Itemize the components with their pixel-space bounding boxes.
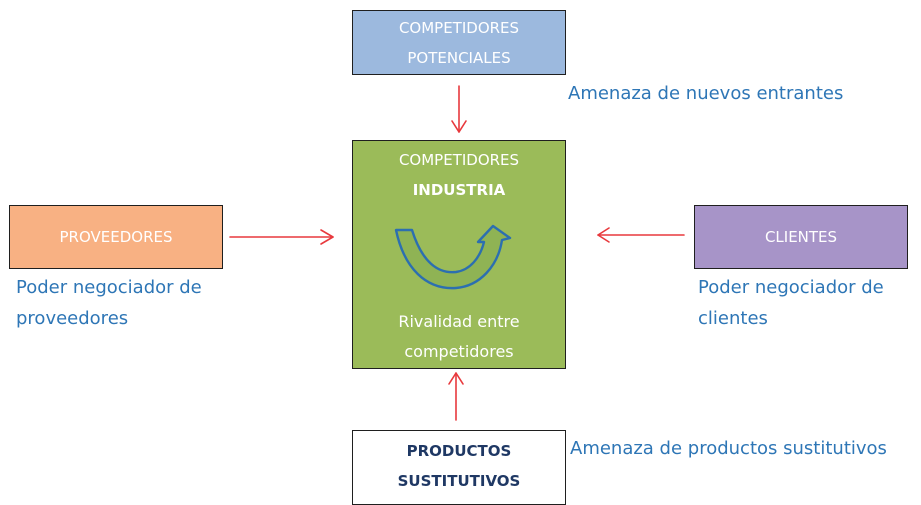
caption-productos-sustitutivos: Amenaza de productos sustitutivos <box>570 438 887 459</box>
clientes-box: CLIENTES <box>694 205 908 269</box>
arrow-from-potenciales <box>451 85 467 133</box>
competidores-potenciales-label-1: COMPETIDORES <box>398 18 520 37</box>
proveedores-label: PROVEEDORES <box>59 228 173 246</box>
productos-sustitutivos-label-2: SUSTITUTIVOS <box>397 472 521 490</box>
productos-sustitutivos-label-1: PRODUCTOS <box>406 442 512 460</box>
arrow-from-proveedores <box>229 229 334 245</box>
proveedores-box: PROVEEDORES <box>9 205 223 269</box>
diagram-arrows <box>229 85 685 421</box>
caption-proveedores-1: Poder negociador de <box>16 277 202 298</box>
arrow-from-clientes <box>597 227 685 243</box>
competidores-industria-title: COMPETIDORES INDUSTRIA <box>399 145 519 205</box>
caption-proveedores-2: proveedores <box>16 308 129 329</box>
caption-nuevos-entrantes: Amenaza de nuevos entrantes <box>568 83 844 104</box>
arrow-from-sustitutos <box>448 372 464 421</box>
rivalidad-label-2: competidores <box>404 342 514 361</box>
competidores-industria-box: COMPETIDORES INDUSTRIA Rivalidad entre c… <box>352 140 566 369</box>
rivalidad-caption: Rivalidad entre competidores <box>353 307 565 367</box>
competidores-industria-label-1: COMPETIDORES <box>398 151 520 169</box>
rivalidad-label-1: Rivalidad entre <box>398 312 520 331</box>
competidores-potenciales-box: COMPETIDORES POTENCIALES <box>352 10 566 75</box>
competidores-potenciales-label-2: POTENCIALES <box>407 48 511 67</box>
u-turn-arrow-icon <box>394 224 512 290</box>
clientes-label: CLIENTES <box>764 228 838 246</box>
competidores-industria-label-2: INDUSTRIA <box>412 181 506 199</box>
caption-clientes-1: Poder negociador de <box>698 277 884 298</box>
caption-clientes-2: clientes <box>698 308 768 329</box>
